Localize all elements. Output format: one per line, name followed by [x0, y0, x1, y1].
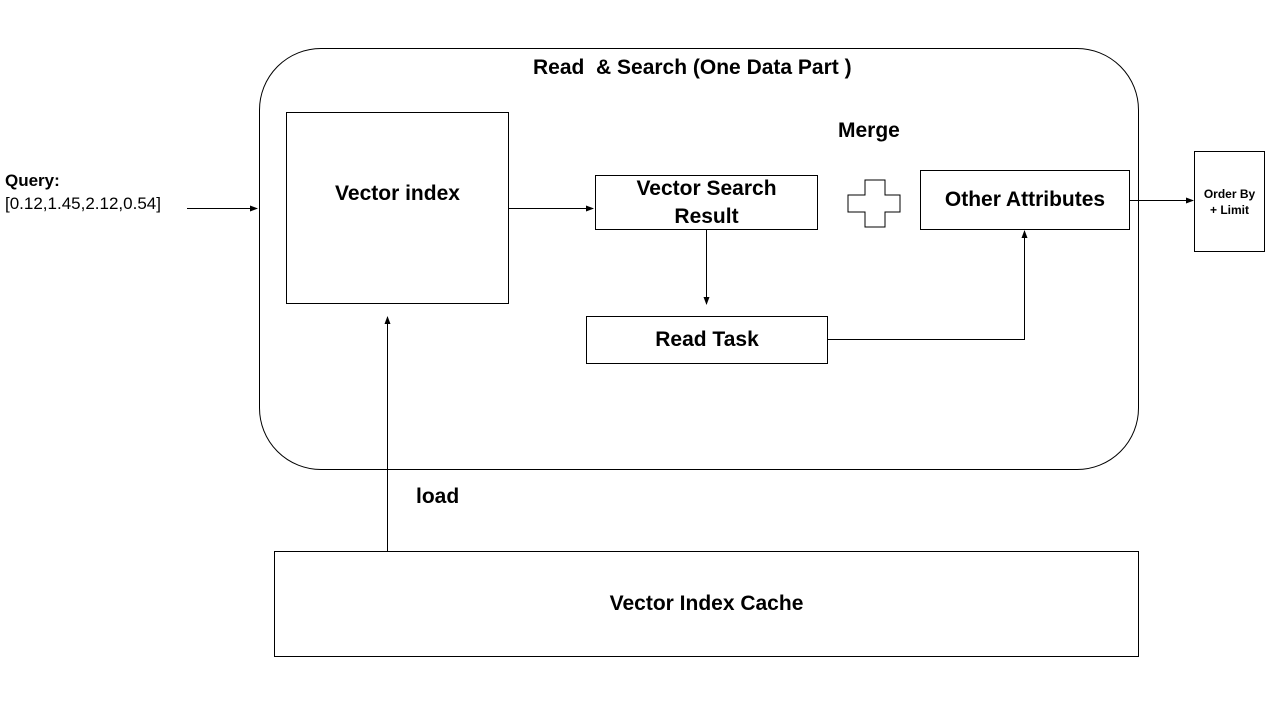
- vector-search-result-line1: Vector Search: [636, 176, 777, 200]
- order-by-line1: Order By: [1203, 186, 1256, 201]
- container-title: Read & Search (One Data Part ): [533, 56, 852, 79]
- query-label: Query:: [5, 171, 60, 190]
- load-label: load: [416, 485, 460, 508]
- vector-search-result-box: Vector Search Result: [595, 175, 818, 230]
- other-attributes-box: Other Attributes: [920, 170, 1130, 230]
- vector-search-result-line2: Result: [674, 204, 739, 228]
- read-search-container: [259, 48, 1139, 470]
- vector-index-box: Vector index: [286, 112, 509, 304]
- vector-index-cache-box: Vector Index Cache: [274, 551, 1139, 657]
- read-task-box: Read Task: [586, 316, 828, 364]
- vector-index-cache-label: Vector Index Cache: [609, 592, 804, 615]
- vector-index-label: Vector index: [335, 182, 460, 205]
- other-attributes-label: Other Attributes: [944, 188, 1106, 211]
- merge-label: Merge: [838, 119, 900, 142]
- arrow-read-task-to-other-attributes: [828, 230, 1028, 340]
- order-by-line2: + Limit: [1209, 202, 1249, 217]
- plus-icon: [847, 179, 901, 228]
- query-vector: [0.12,1.45,2.12,0.54]: [5, 194, 161, 213]
- order-by-limit-box: Order By + Limit: [1194, 151, 1265, 252]
- read-task-label: Read Task: [655, 328, 759, 351]
